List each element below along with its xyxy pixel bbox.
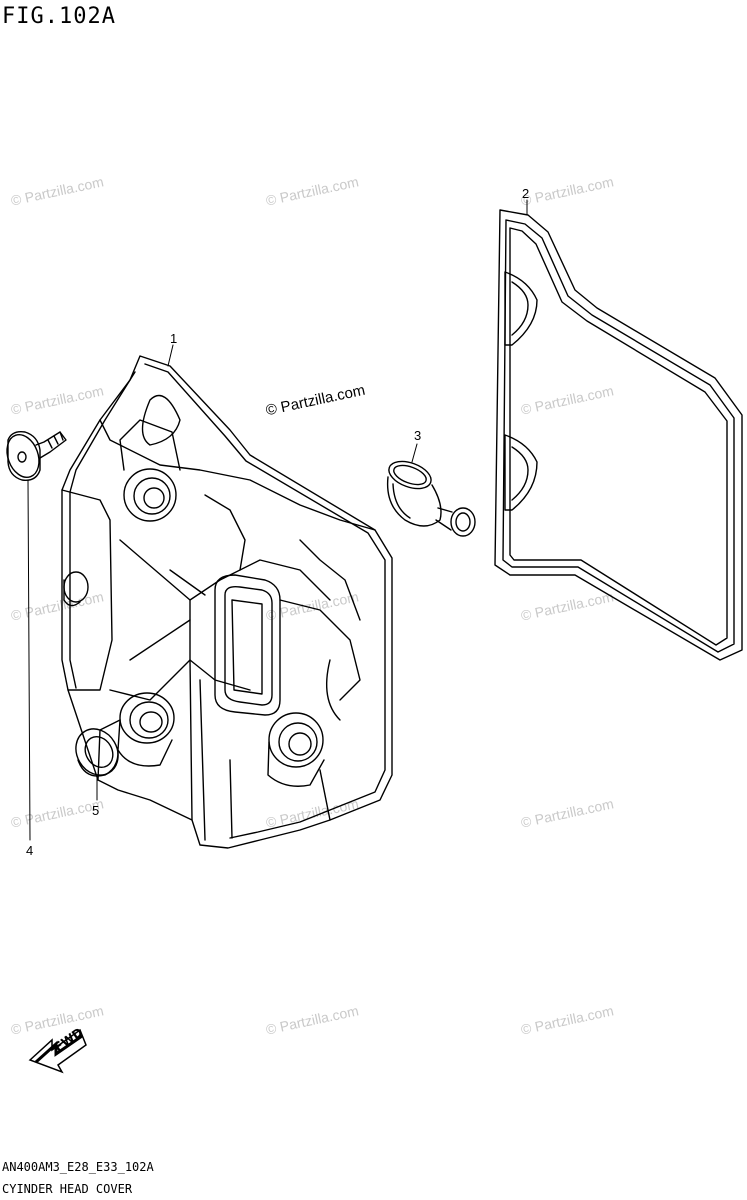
figure-title: FIG.102A xyxy=(2,4,116,29)
figure-caption: CYINDER HEAD COVER xyxy=(2,1182,133,1196)
callout-4: 4 xyxy=(26,843,33,858)
callout-2: 2 xyxy=(522,186,529,201)
figure-code: AN400AM3_E28_E33_102A xyxy=(2,1160,154,1174)
plug-seal-part[interactable] xyxy=(385,456,476,537)
gasket-part[interactable] xyxy=(494,209,743,661)
cylinder-head-cover-part[interactable] xyxy=(61,355,393,849)
bolt-part[interactable] xyxy=(1,430,67,482)
callout-3: 3 xyxy=(414,428,421,443)
callout-5: 5 xyxy=(92,803,99,818)
fwd-arrow-icon: FWD xyxy=(28,1025,87,1074)
washer-part[interactable] xyxy=(68,721,127,783)
callout-1: 1 xyxy=(170,331,177,346)
